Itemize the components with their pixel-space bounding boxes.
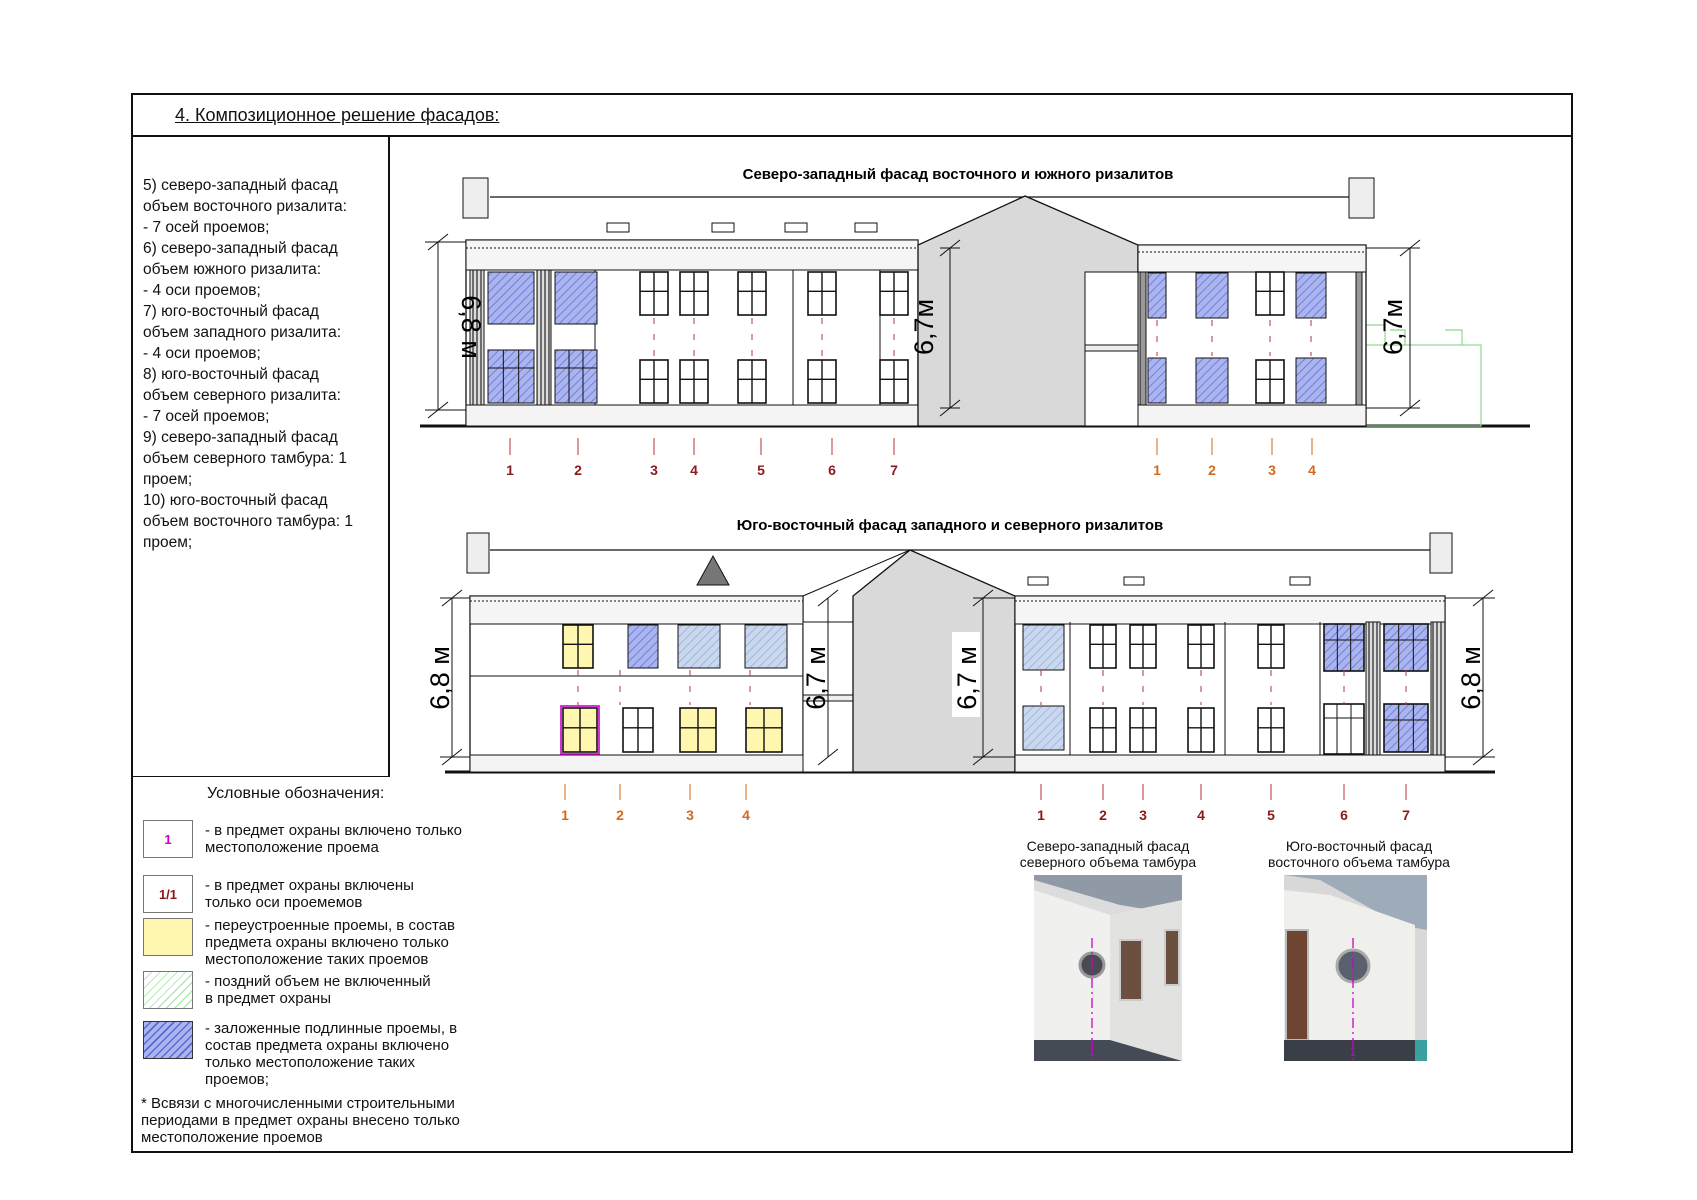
legend-text: - поздний объем не включенный в предмет … [205, 973, 431, 1007]
facade-list-line: объем северного ризалита: [143, 387, 341, 404]
facade-list-line: - 4 оси проемов; [143, 345, 261, 362]
facade-list-line: проем; [143, 471, 193, 488]
photo-1-caption: Северо-западный фасад северного объема т… [1019, 838, 1197, 870]
side-panel: 5) северо-западный фасад объем восточного… [133, 137, 390, 777]
legend-swatch [143, 971, 193, 1009]
title-row: 4. Композиционное решение фасадов: [133, 95, 1571, 137]
facade-list-line: объем восточного тамбура: 1 [143, 513, 353, 530]
legend-swatch: 1/1 [143, 875, 193, 913]
legend-swatch [143, 918, 193, 956]
facade-list-line: - 4 оси проемов; [143, 282, 261, 299]
facade-list-line: объем восточного ризалита: [143, 198, 347, 215]
facade-list-line: 5) северо-западный фасад [143, 177, 338, 194]
legend-swatch [143, 1021, 193, 1059]
facade-list-line: объем северного тамбура: 1 [143, 450, 347, 467]
legend-swatch: 1 [143, 820, 193, 858]
photo-2-caption: Юго-восточный фасад восточного объема та… [1268, 838, 1450, 870]
facade-list-line: проем; [143, 534, 193, 551]
facade-list-line: 9) северо-западный фасад [143, 429, 338, 446]
facade-list-line: 7) юго-восточный фасад [143, 303, 319, 320]
facade-list-line: 8) юго-восточный фасад [143, 366, 319, 383]
footnote: * Всвязи с многочисленными строительными… [141, 1095, 460, 1146]
legend-title: Условные обозначения: [207, 785, 385, 802]
facade-list-line: объем западного ризалита: [143, 324, 342, 341]
facade-list-line: - 7 осей проемов; [143, 219, 270, 236]
facade-list: 5) северо-западный фасад объем восточного… [143, 175, 373, 553]
facade-list-line: - 7 осей проемов; [143, 408, 270, 425]
drawing-sheet: 4. Композиционное решение фасадов: 5) се… [131, 93, 1573, 1153]
page-title: 4. Композиционное решение фасадов: [175, 105, 500, 125]
facade-list-line: 10) юго-восточный фасад [143, 492, 328, 509]
facade-list-line: 6) северо-западный фасад [143, 240, 338, 257]
facade-list-line: объем южного ризалита: [143, 261, 322, 278]
